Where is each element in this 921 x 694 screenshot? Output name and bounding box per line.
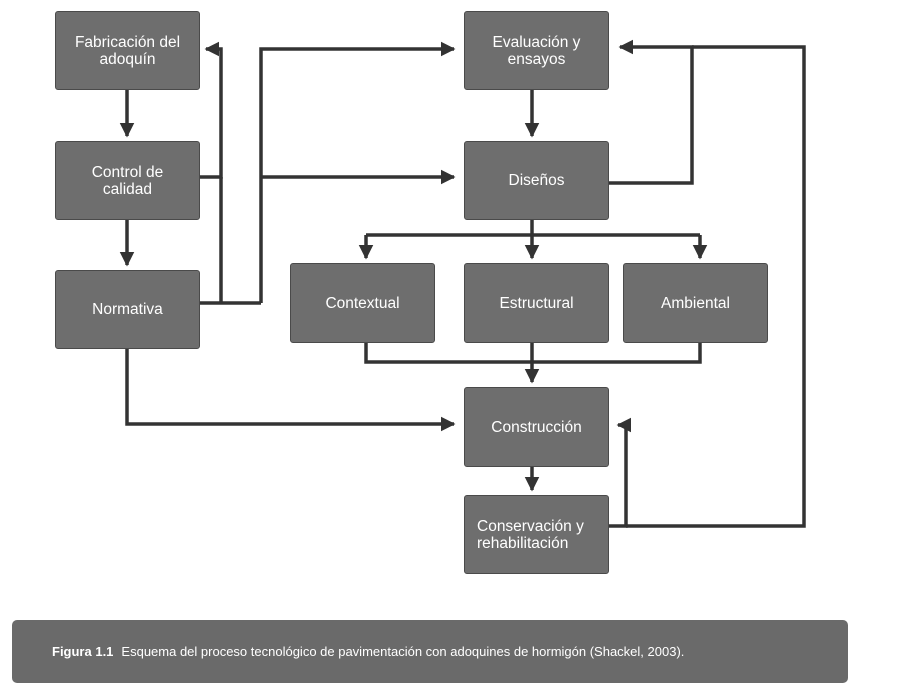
node-fabricacion: Fabricación del adoquín [55,11,200,90]
node-disenos: Diseños [464,141,609,220]
node-normativa: Normativa [55,270,200,349]
node-contextual: Contextual [290,263,435,343]
node-estructural: Estructural [464,263,609,343]
node-ambiental: Ambiental [623,263,768,343]
arrow-control-normativa-to-fabricacion [200,41,223,179]
flowchart-connectors [119,39,806,528]
caption-text: Esquema del proceso tecnológico de pavim… [121,644,685,659]
node-construccion: Construcción [464,387,609,467]
arrow-disenos-to-evaluacion [609,39,694,185]
arrow-normativa-construccion [125,349,456,432]
node-evaluacion: Evaluación y ensayos [464,11,609,90]
arrow-conservacion-construccion [609,417,632,528]
node-conservacion: Conservación y rehabilitación [464,495,609,574]
figure-caption: Figura 1.1 Esquema del proceso tecnológi… [12,620,848,683]
caption-label: Figura 1.1 [52,644,114,659]
line-conservacion-evaluacion [626,45,806,528]
arrow-bus-to-evaluacion [259,41,456,303]
node-control-calidad: Control de calidad [55,141,200,220]
